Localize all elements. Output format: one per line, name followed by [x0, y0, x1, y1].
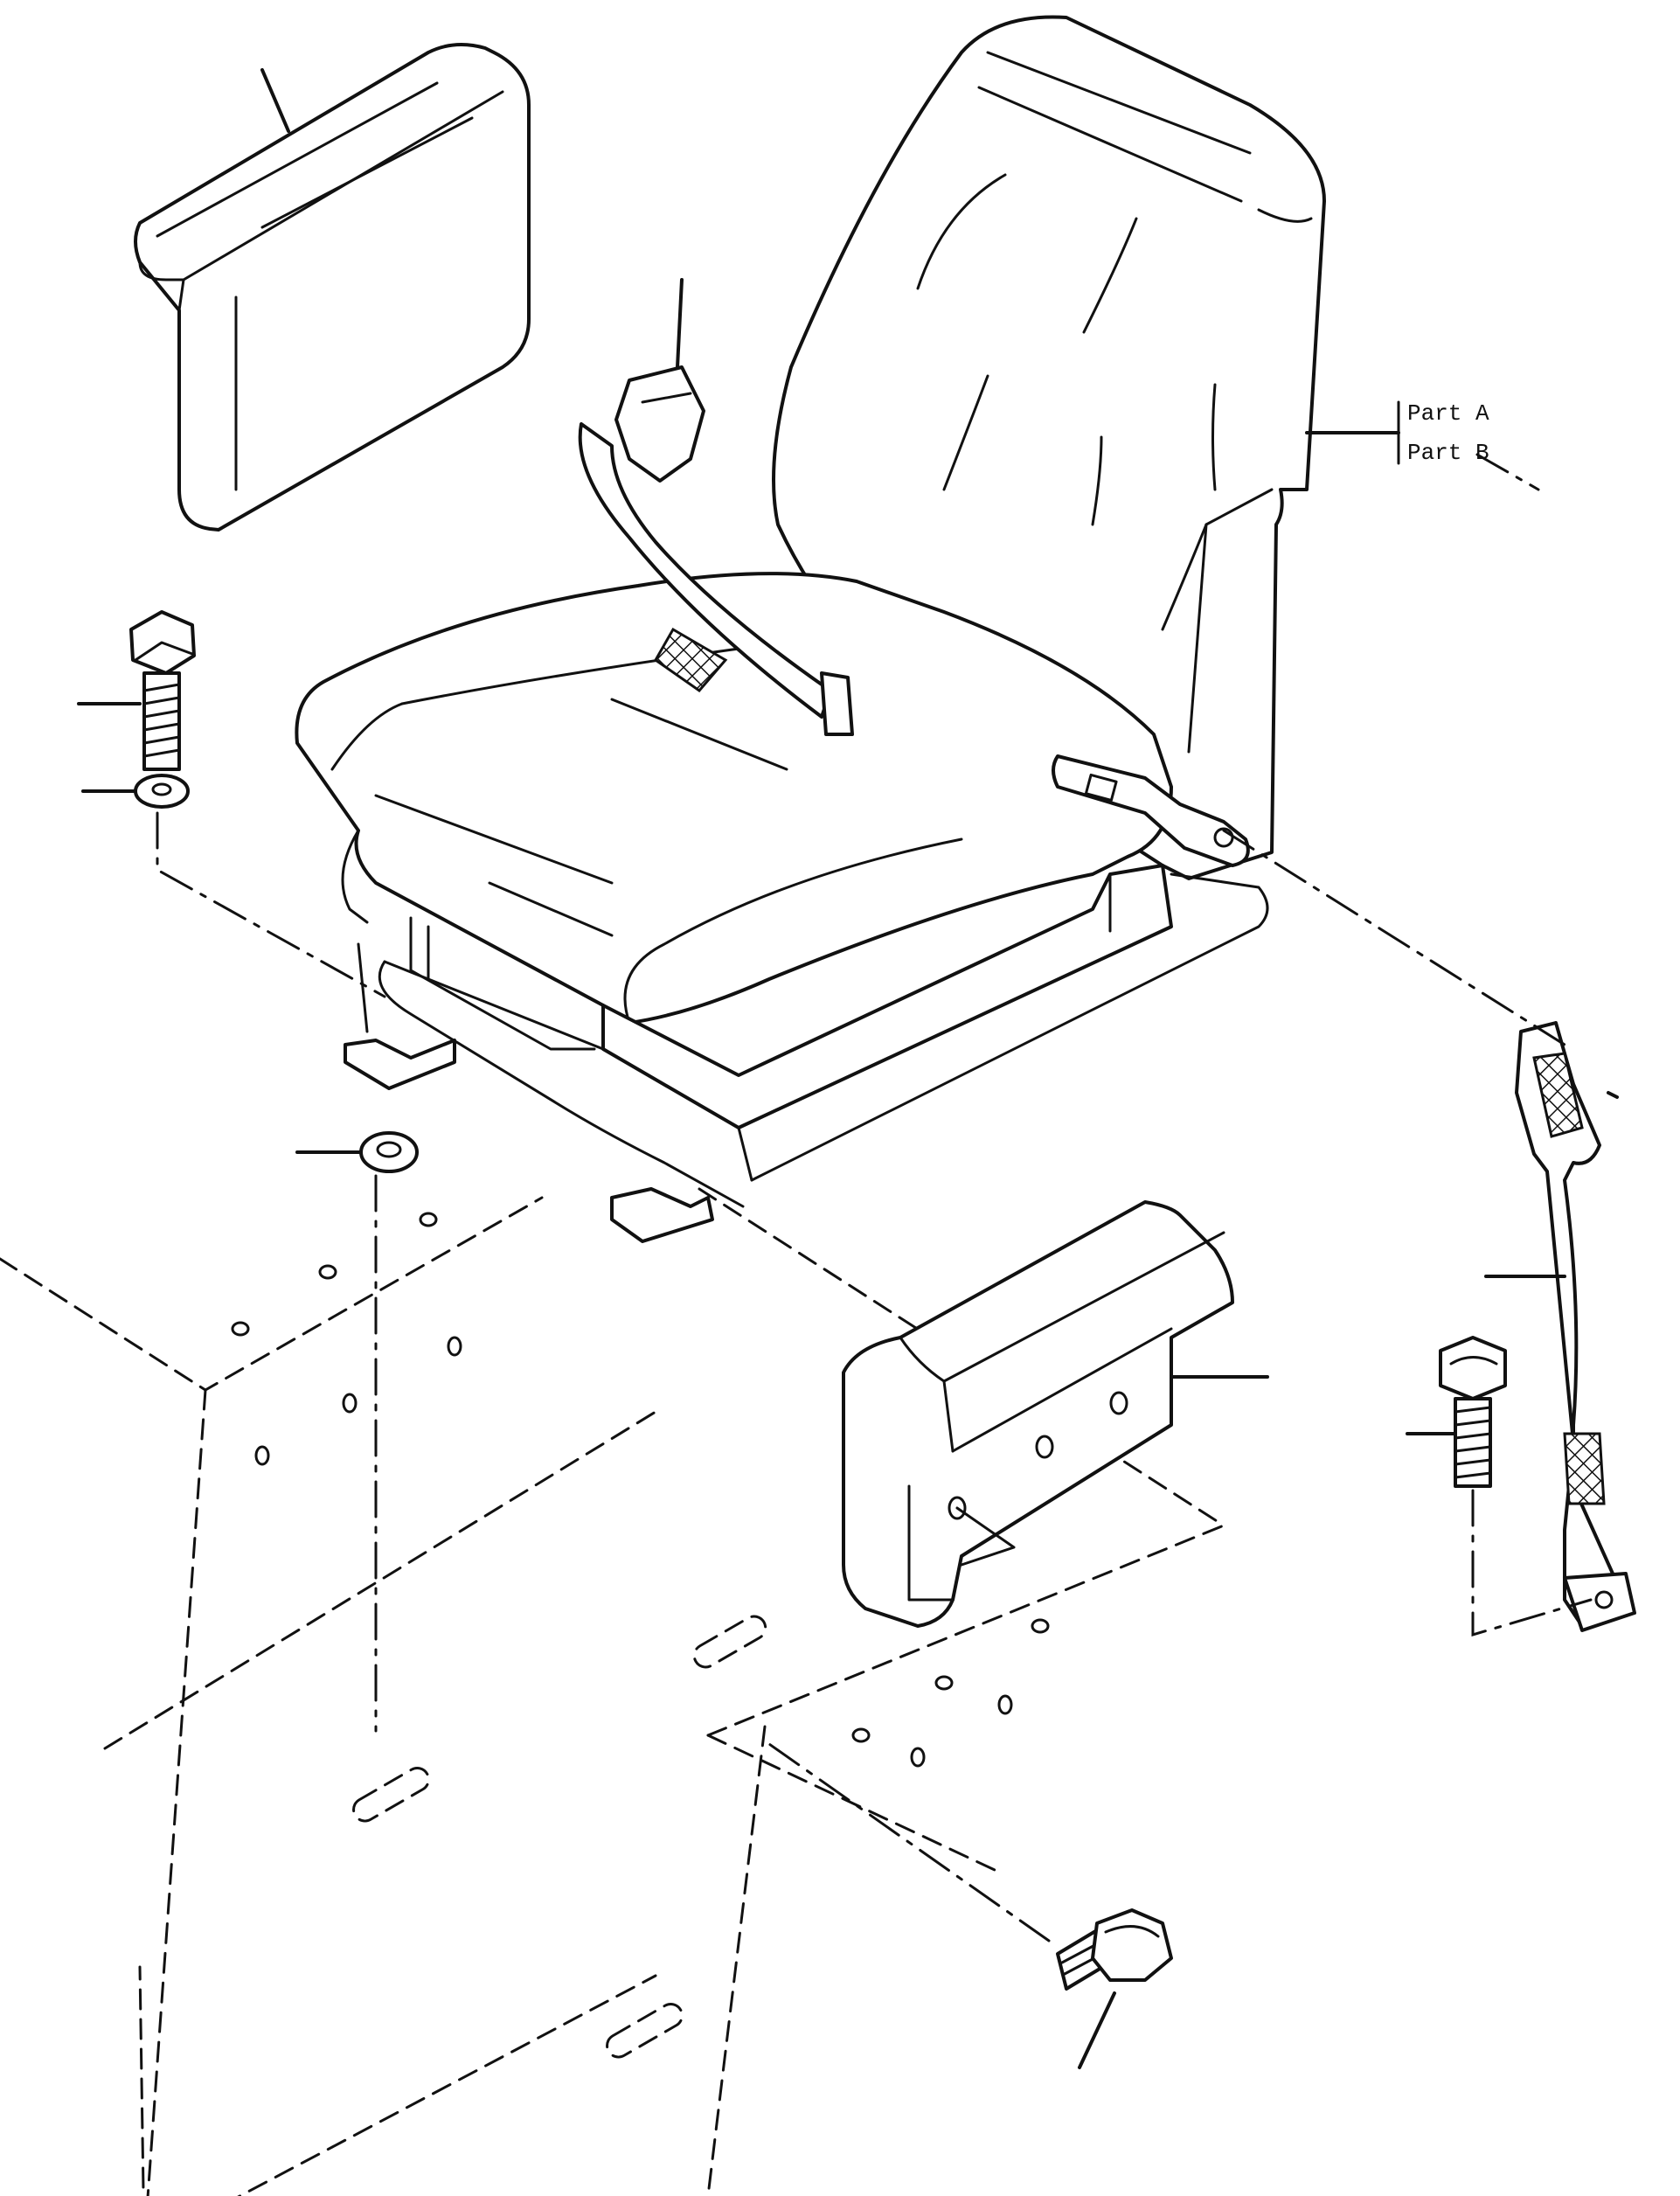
left-lock-washer [81, 774, 190, 809]
left-flat-washer [295, 1131, 419, 1173]
seat-back-callout: Part A Part B [1407, 400, 1489, 466]
seat-belt-buckle-strap [578, 278, 854, 736]
seat-cushion [295, 572, 1269, 1243]
assembly-lines [156, 453, 1593, 1942]
seat-belt-tongue [1052, 754, 1250, 867]
bottom-bolt [1056, 1908, 1173, 2069]
callout-text-2: Part B [1407, 440, 1489, 466]
left-bolt [77, 610, 196, 771]
left-armrest [134, 43, 531, 532]
right-bolt [1406, 1336, 1507, 1488]
right-armrest [842, 1200, 1269, 1628]
floor-holes [231, 1212, 1050, 1768]
floor-slots [352, 1615, 767, 2059]
floor-plate-outline [0, 1187, 1225, 2196]
callout-text-1: Part A [1407, 400, 1489, 427]
retractor-belt [1484, 1021, 1636, 1632]
